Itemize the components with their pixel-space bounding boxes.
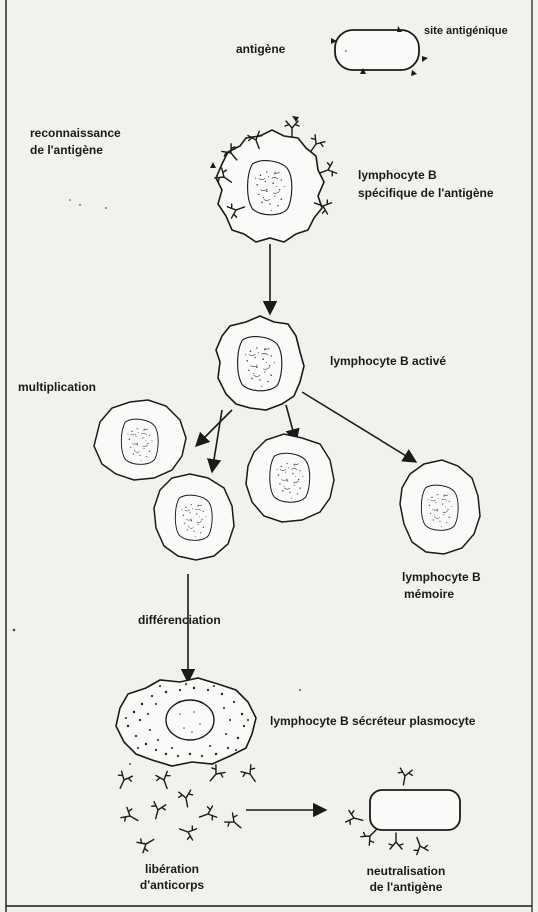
neutralized-antigen xyxy=(345,768,460,855)
label-recognition-1: reconnaissance xyxy=(30,126,121,141)
antigen-detail-stroke xyxy=(345,50,346,51)
label-recognition-2: de l'antigène xyxy=(30,143,103,158)
label-neutralization-2: de l'antigène xyxy=(356,880,456,895)
memory-b-cell xyxy=(400,460,480,554)
label-release-1: libération xyxy=(132,862,212,877)
label-b-cell-2: spécifique de l'antigène xyxy=(358,186,494,201)
label-neutralization-1: neutralisation xyxy=(356,864,456,879)
daughter-cell-1 xyxy=(94,400,186,480)
antigen-shape xyxy=(331,26,428,76)
label-antigenic-site: site antigénique xyxy=(424,24,508,39)
label-release-2: d'anticorps xyxy=(132,878,212,893)
label-antigen: antigène xyxy=(236,42,285,57)
b-lymphocyte-specific xyxy=(216,130,324,242)
daughter-cell-2 xyxy=(246,434,334,522)
label-activated-b-cell: lymphocyte B activé xyxy=(330,354,446,369)
label-b-cell-1: lymphocyte B xyxy=(358,168,437,183)
daughter-cell-3 xyxy=(154,474,234,560)
label-differentiation: différenciation xyxy=(138,613,221,628)
label-memory-2: mémoire xyxy=(404,587,454,602)
label-plasma-cell: lymphocyte B sécréteur plasmocyte xyxy=(270,714,475,729)
released-antibodies xyxy=(114,764,261,853)
plasma-cell xyxy=(116,678,256,766)
label-multiplication: multiplication xyxy=(18,380,96,395)
label-memory-1: lymphocyte B xyxy=(402,570,481,585)
b-lymphocyte-activated xyxy=(216,316,304,410)
